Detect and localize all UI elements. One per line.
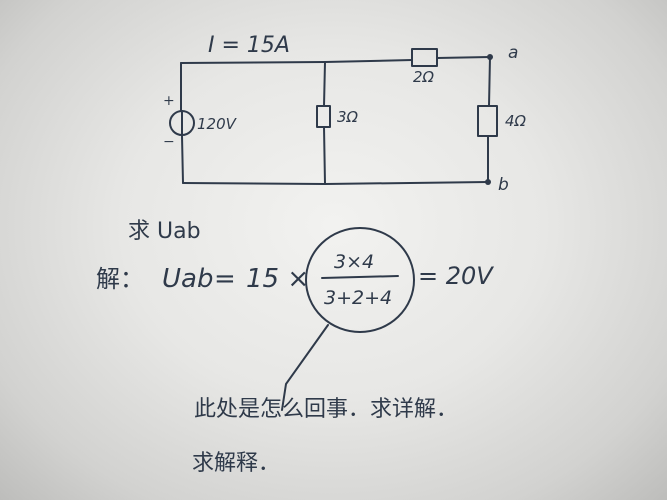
fraction-numerator: 3×4 [334,251,374,273]
node-a-dot [487,54,493,60]
wire-top-right [436,56,491,59]
question-text: 求 Uab [128,219,201,244]
wire-top-left [180,59,413,64]
wire-bottom [182,181,489,185]
fraction-denominator: 3+2+4 [324,287,392,309]
voltage-source: + − 120V [163,93,238,150]
wire-middle-lower [323,126,326,185]
node-b-label: b [498,175,509,195]
current-annotation: I = 15A [208,33,290,58]
resistor-3ohm-label: 3Ω [337,108,359,126]
wire-left-lower [181,135,184,184]
pointer-line [281,324,329,411]
fraction-circle [305,227,415,333]
note-line-1: 此处是怎么回事．求详解． [194,397,458,422]
resistor-2ohm-body [411,48,438,67]
resistor-2ohm-label: 2Ω [413,68,435,86]
node-a-label: a [508,43,518,63]
wire-right-upper [488,56,491,107]
solution-factor: 15 × [246,264,309,294]
resistor-2ohm: 2Ω [411,48,438,86]
solution-equals: = [214,264,236,294]
source-plus-sign: + [163,93,175,109]
solution-lhs: Uab [162,264,213,294]
resistor-4ohm-label: 4Ω [505,112,527,130]
current-label: I = 15A [208,33,290,58]
source-minus-sign: − [163,134,175,150]
fraction-bar [321,275,399,279]
resistor-4ohm-body [477,105,498,137]
node-b-dot [485,179,491,185]
note-line-2: 求解释． [192,451,280,476]
highlight-circle [281,227,415,411]
terminal-nodes: a b [485,43,518,195]
resistor-4ohm: 4Ω [477,105,527,137]
solution-equation: 解： Uab = 15 × 3×4 3+2+4 = 20V [96,251,494,309]
source-value-label: 120V [197,115,238,133]
circuit-wires [180,56,491,185]
resistor-3ohm-body [316,105,331,128]
resistor-3ohm: 3Ω [316,105,359,128]
solution-prefix: 解： [96,265,144,293]
solution-result: = 20V [418,262,494,290]
wire-middle-upper [323,61,326,107]
